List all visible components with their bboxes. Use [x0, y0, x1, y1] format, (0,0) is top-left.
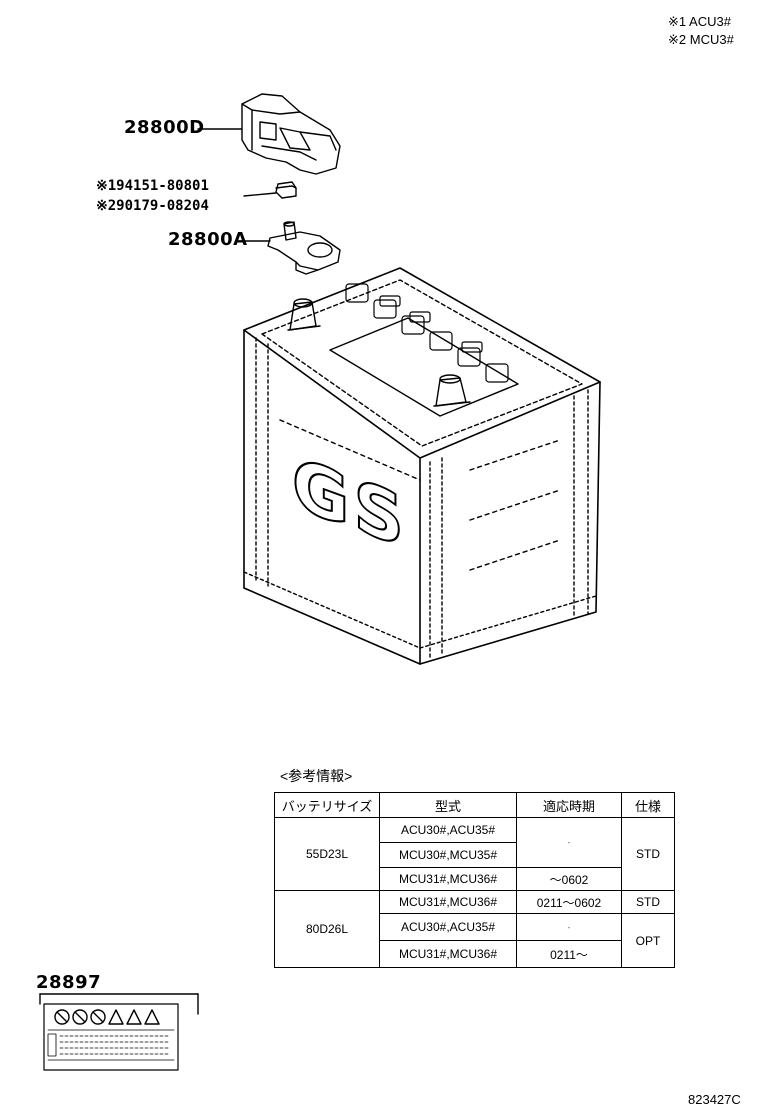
part-nut-1-mark: ※1	[96, 178, 117, 194]
note-1-text: ACU3#	[689, 14, 731, 29]
model-cell: MCU31#,MCU36#	[379, 940, 517, 968]
part-nut-2-mark: ※2	[96, 198, 117, 214]
model-cell: ACU30#,ACU35#	[379, 817, 517, 843]
note-2: ※2 MCU3#	[668, 32, 734, 48]
part-nut-2-number: 90179-08204	[116, 198, 209, 214]
table-row: MCU31#,MCU36# 0211～	[275, 940, 675, 968]
diagram-code: 823427C	[688, 1092, 741, 1107]
battery-size-cell: 55D23L	[274, 817, 380, 891]
table-row: 55D23L ACU30#,ACU35# - STD	[274, 817, 675, 891]
model-cell: ACU30#,ACU35#	[379, 913, 517, 941]
part-number-label: 28897	[36, 972, 102, 993]
spec-cell: STD	[621, 890, 675, 914]
header-spec: 仕様	[621, 792, 675, 818]
reference-table: バッテリサイズ 型式 適応時期 仕様 55D23L ACU30#,ACU35# …	[274, 792, 675, 968]
note-2-text: MCU3#	[689, 32, 734, 47]
reference-title: <参考情報>	[280, 768, 353, 784]
terminal-clamp-drawing	[243, 221, 341, 275]
note-1: ※1 ACU3#	[668, 14, 731, 30]
spec-cell: STD	[621, 817, 675, 891]
note-2-mark: ※2	[668, 32, 687, 47]
nut-drawing	[243, 181, 297, 199]
part-number-terminal: 28800A	[168, 229, 248, 250]
part-number-nut-1: ※194151-80801	[96, 178, 209, 194]
terminal-cover-drawing	[197, 93, 341, 175]
part-nut-1-number: 94151-80801	[116, 178, 209, 194]
battery-drawing	[243, 267, 601, 665]
header-model: 型式	[379, 792, 517, 818]
warning-label-drawing	[39, 993, 199, 1071]
part-number-cover: 28800D	[124, 117, 205, 138]
table-row: MCU30#,MCU35#	[275, 842, 675, 868]
period-cell: -	[516, 913, 622, 941]
note-1-mark: ※1	[668, 14, 687, 29]
battery-size-cell: 80D26L	[274, 890, 380, 968]
model-cell: MCU31#,MCU36#	[379, 867, 517, 891]
header-battery-size: バッテリサイズ	[274, 792, 380, 818]
model-cell: MCU30#,MCU35#	[379, 842, 517, 868]
model-cell: MCU31#,MCU36#	[379, 890, 517, 914]
spec-cell: OPT	[621, 913, 675, 968]
period-cell: ～0602	[516, 867, 622, 891]
table-row: 80D26L MCU31#,MCU36# 0211～0602 STD	[274, 890, 675, 968]
period-cell: -	[516, 817, 622, 868]
header-period: 適応時期	[516, 792, 622, 818]
period-cell: 0211～	[516, 940, 622, 968]
part-number-nut-2: ※290179-08204	[96, 198, 209, 214]
table-row: MCU31#,MCU36# ～0602	[275, 867, 675, 891]
period-cell: 0211～0602	[516, 890, 622, 914]
table-header-row: バッテリサイズ 型式 適応時期 仕様	[274, 792, 675, 818]
